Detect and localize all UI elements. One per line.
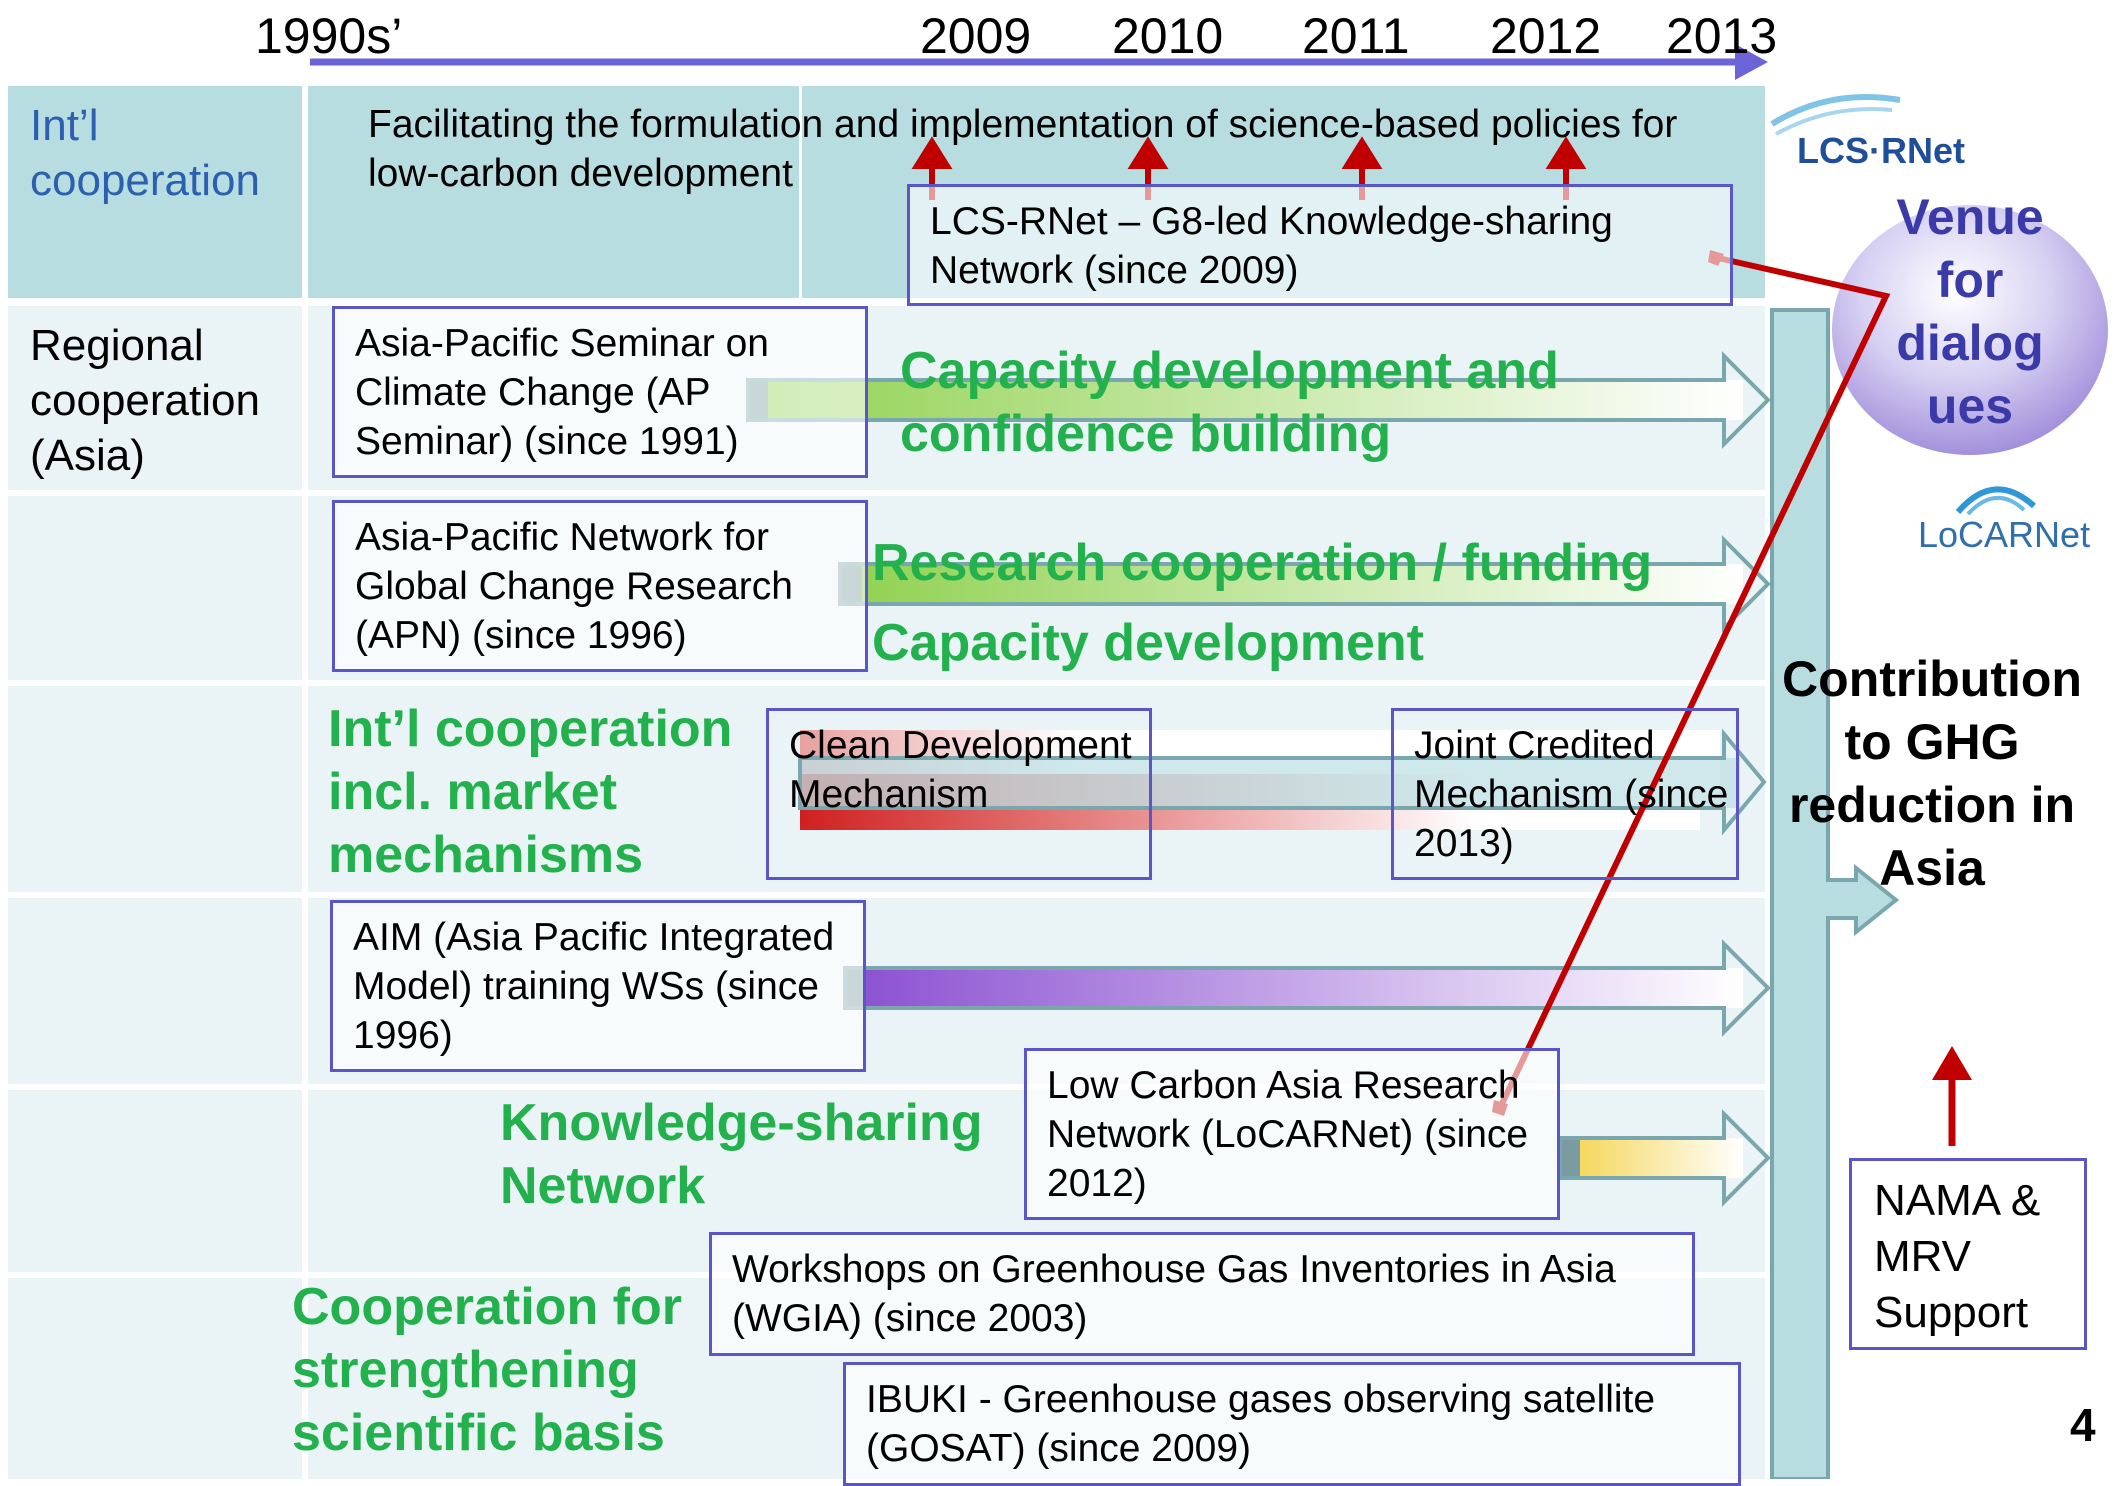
row-divider	[8, 298, 1765, 306]
aim-arrow-body	[845, 968, 1743, 1008]
locarnet-logo: LoCARNet	[1918, 514, 2091, 555]
year-2013-label: 2013	[1666, 8, 1778, 64]
jcm-arrow-outline	[798, 728, 1767, 836]
capacity-arrow-body	[748, 380, 1743, 420]
year-2011-label: 2011	[1302, 8, 1410, 64]
facilitating-text: Facilitating the formulation and impleme…	[368, 103, 1678, 195]
column-divider	[302, 86, 308, 1479]
row-divider	[8, 892, 1765, 898]
aim-box: AIM (Asia Pacific Integrated Model) trai…	[330, 900, 866, 1072]
aim-arrow-outline	[843, 939, 1771, 1037]
row-divider	[8, 680, 1765, 686]
contribution-arrow	[1770, 308, 1900, 1479]
lcsrnet-box: LCS-RNet – G8-led Knowledge-sharing Netw…	[907, 184, 1733, 306]
page-number: 4	[2070, 1399, 2096, 1451]
research-arrow-outline	[838, 535, 1771, 633]
capacity-development-label: Capacity development	[872, 614, 1424, 672]
row-divider	[8, 1084, 1765, 1090]
regional-cooperation-label: Regional cooperation (Asia)	[30, 321, 260, 480]
lcs-rnet-logo: LCS·RNet	[1797, 130, 1965, 171]
knowledge-sharing-label: Knowledge-sharing Network	[500, 1094, 983, 1215]
research-funding-label: Research cooperation / funding	[872, 534, 1653, 592]
timeline-arrowhead	[1735, 44, 1768, 80]
wgia-box: Workshops on Greenhouse Gas Inventories …	[709, 1232, 1695, 1356]
nama-arrowhead	[1932, 1046, 1972, 1080]
capacity-arrow-outline	[746, 351, 1771, 449]
cdm-box: Clean Development Mechanism	[766, 708, 1152, 880]
intl-cooperation-label: Int’l cooperation	[30, 101, 260, 205]
market-mechanisms-label: Int’l cooperation incl. market mechanism…	[328, 700, 733, 884]
column-divider	[799, 86, 802, 298]
locarnet-arrow-outline	[1558, 1109, 1771, 1207]
year-2010-label: 2010	[1112, 8, 1224, 64]
nama-mrv-box: NAMA & MRV Support	[1849, 1158, 2087, 1350]
contribution-label: Contribution to GHG reduction in Asia	[1782, 651, 2082, 896]
apn-box: Asia-Pacific Network for Global Change R…	[332, 500, 868, 672]
locarnet-logo-arc-icon	[1955, 486, 2037, 514]
venue-for-dialogues-label: Venue for dialog ues	[1896, 189, 2044, 434]
locarnet-arrow-tail	[1560, 1138, 1580, 1178]
ibuki-box: IBUKI - Greenhouse gases observing satel…	[843, 1362, 1741, 1486]
row-divider	[8, 490, 1765, 496]
ap-seminar-box: Asia-Pacific Seminar on Climate Change (…	[332, 306, 868, 478]
timeline-start-label: 1990s’	[255, 8, 403, 64]
jcm-box: Joint Credited Mechanism (since 2013)	[1391, 708, 1739, 880]
capacity-confidence-label: Capacity development and confidence buil…	[900, 342, 1559, 463]
lcs-logo-swoosh-icon	[1770, 94, 1901, 127]
locarnet-arrow-body	[1560, 1138, 1743, 1178]
research-arrow-body	[840, 564, 1743, 604]
year-2009-label: 2009	[920, 8, 1032, 64]
scientific-basis-label: Cooperation for strengthening scientific…	[292, 1278, 682, 1462]
year-2012-label: 2012	[1490, 8, 1602, 64]
locarnet-box: Low Carbon Asia Research Network (LoCARN…	[1024, 1048, 1560, 1220]
venue-circle	[1832, 205, 2108, 455]
red-connector-line	[1497, 255, 1891, 1110]
jcm-arrow-body	[800, 758, 1740, 808]
